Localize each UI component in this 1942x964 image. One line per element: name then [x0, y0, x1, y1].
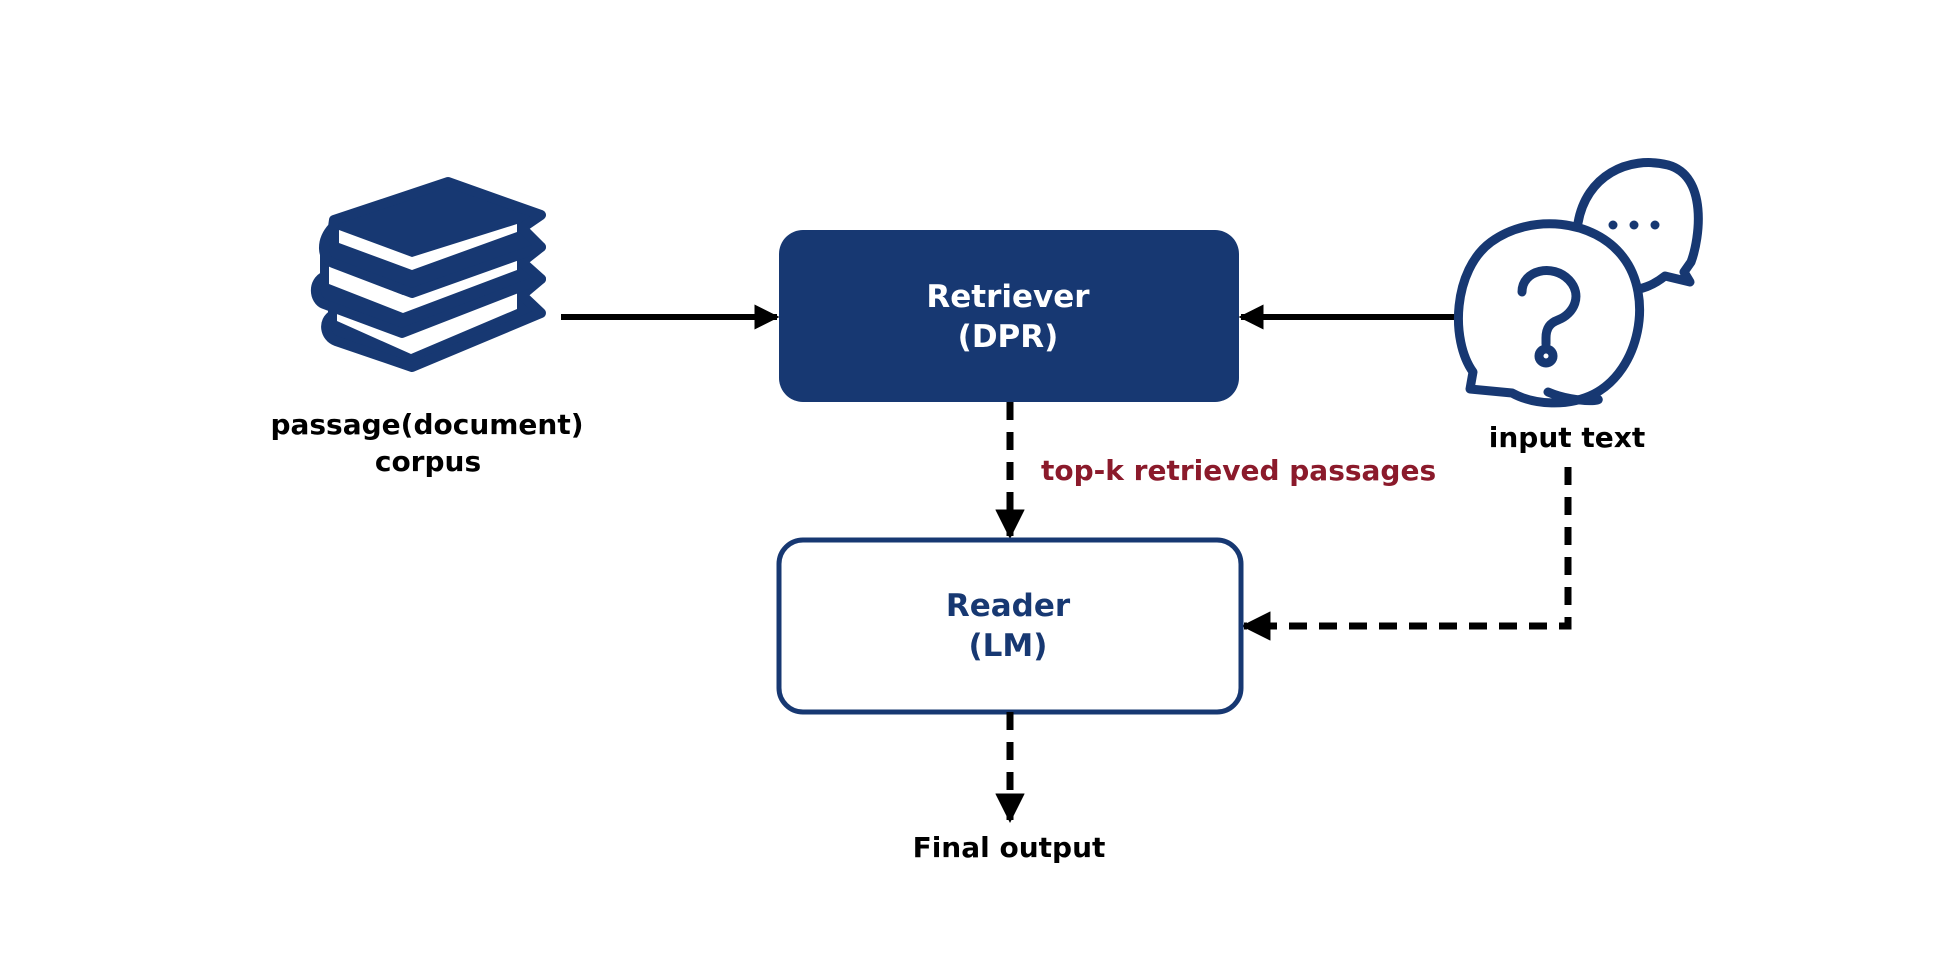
retriever-title: Retriever: [926, 279, 1090, 315]
books-stack-icon: [310, 177, 546, 372]
question-chat-bubbles-icon: [1454, 158, 1703, 408]
reader-title: Reader: [946, 588, 1071, 624]
edge-label-top-k: top-k retrieved passages: [1041, 454, 1436, 487]
corpus-label-line2: corpus: [375, 445, 481, 478]
arrow-input-to-reader: [1241, 467, 1572, 641]
retriever-subtitle: (DPR): [958, 319, 1059, 355]
retriever-node: [779, 230, 1239, 402]
reader-subtitle: (LM): [969, 628, 1048, 664]
reader-node: [776, 537, 1244, 715]
input-text-label: input text: [1489, 421, 1645, 454]
final-output-label: Final output: [913, 831, 1106, 864]
corpus-label-line1: passage(document): [270, 408, 583, 441]
